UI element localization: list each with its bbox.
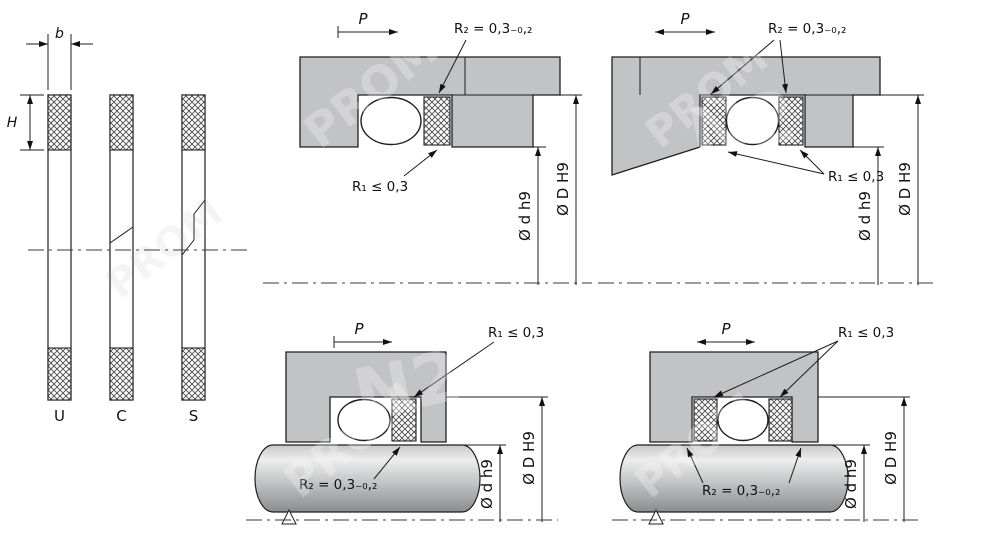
- dim-label-d: Ø d h9: [842, 459, 860, 509]
- r2-label: R₂ = 0,3₋₀,₂: [702, 483, 780, 499]
- o-ring: [360, 96, 422, 146]
- dim-label-D: Ø D H9: [520, 431, 538, 485]
- r2-label: R₂ = 0,3₋₀,₂: [454, 21, 532, 37]
- r1-leader: [413, 341, 495, 398]
- pressure-label: P: [354, 320, 364, 338]
- r2-leader-left: [686, 447, 704, 484]
- profile-label-c: C: [116, 407, 126, 425]
- r1-label: R₁ ≤ 0,3: [838, 325, 894, 341]
- slide-ring-left: [701, 96, 727, 146]
- o-ring: [717, 398, 769, 442]
- h-dim-label: H: [7, 115, 18, 131]
- housing: [649, 351, 819, 443]
- dim-label-D: Ø D H9: [882, 431, 900, 485]
- straight-cut-line: [109, 226, 134, 244]
- dim-label-D: Ø D H9: [896, 162, 914, 216]
- r2-label: R₂ = 0,3₋₀,₂: [768, 21, 846, 37]
- profile-ring-s: [181, 94, 206, 401]
- slide-ring: [423, 96, 451, 146]
- r1-leader-right: [779, 340, 839, 398]
- ring-cross-section-top: [47, 94, 72, 151]
- r1-label: R₁ ≤ 0,3: [352, 179, 408, 195]
- slide-ring-left: [693, 398, 718, 442]
- r1-leader-right: [799, 149, 825, 175]
- r1-leader-left: [713, 340, 839, 398]
- b-dim-label: b: [55, 26, 64, 42]
- dim-label-D: Ø D H9: [554, 162, 572, 216]
- ring-cross-section-top: [109, 94, 134, 151]
- r2-leader-left: [710, 39, 775, 95]
- slide-ring-right: [778, 96, 804, 146]
- dim-label-d: Ø d h9: [856, 191, 874, 241]
- ring-cross-section-bottom: [109, 347, 134, 401]
- diagram-rod-double-acting: P R₁ ≤ 0,3 R₂ = 0,3₋₀,₂ Ø d h9 Ø D H9: [612, 320, 920, 525]
- dim-label-d: Ø d h9: [516, 191, 534, 241]
- dim-label-d: Ø d h9: [478, 459, 496, 509]
- housing-seam-lines: [639, 57, 880, 96]
- profile-label-s: S: [189, 407, 199, 425]
- profile-section: b H U C S: [7, 26, 250, 425]
- r2-leader-right: [779, 39, 788, 94]
- r1-label: R₁ ≤ 0,3: [828, 169, 884, 185]
- pressure-label: P: [721, 320, 731, 338]
- r2-leader: [373, 446, 401, 480]
- diagram-housing-double-acting: P R₂ = 0,3₋₀,₂ R₁ ≤ 0,3 Ø d h9 Ø D H9: [598, 10, 934, 285]
- diagram-housing-single-acting: P R₂ = 0,3₋₀,₂ R₁ ≤ 0,3 Ø d h9 Ø D H9: [263, 10, 592, 285]
- housing: [611, 56, 881, 176]
- slide-ring: [391, 398, 417, 442]
- r1-leader-left: [727, 151, 825, 175]
- slide-ring-right: [768, 398, 793, 442]
- r1-label: R₁ ≤ 0,3: [488, 325, 544, 341]
- rod: [254, 444, 481, 513]
- profile-label-u: U: [54, 407, 65, 425]
- r1-leader: [403, 149, 438, 177]
- ring-cross-section-bottom: [47, 347, 72, 401]
- profile-ring-c: [109, 94, 134, 401]
- housing: [299, 56, 561, 148]
- rod: [619, 444, 849, 513]
- housing: [285, 351, 447, 443]
- o-ring: [337, 398, 391, 442]
- profile-ring-u: [47, 94, 72, 401]
- pressure-label: P: [358, 10, 368, 28]
- ring-cross-section-top: [181, 94, 206, 151]
- r2-leader: [438, 39, 467, 94]
- ring-cross-section-bottom: [181, 347, 206, 401]
- housing-seam-lines: [452, 57, 560, 96]
- diagram-rod-single-acting: P R₁ ≤ 0,3 R₂ = 0,3₋₀,₂ Ø d h9 Ø D H9: [246, 320, 558, 525]
- r2-label: R₂ = 0,3₋₀,₂: [299, 477, 377, 493]
- pressure-label: P: [680, 10, 690, 28]
- r2-leader-right: [788, 447, 802, 484]
- step-cut-line: [181, 199, 206, 256]
